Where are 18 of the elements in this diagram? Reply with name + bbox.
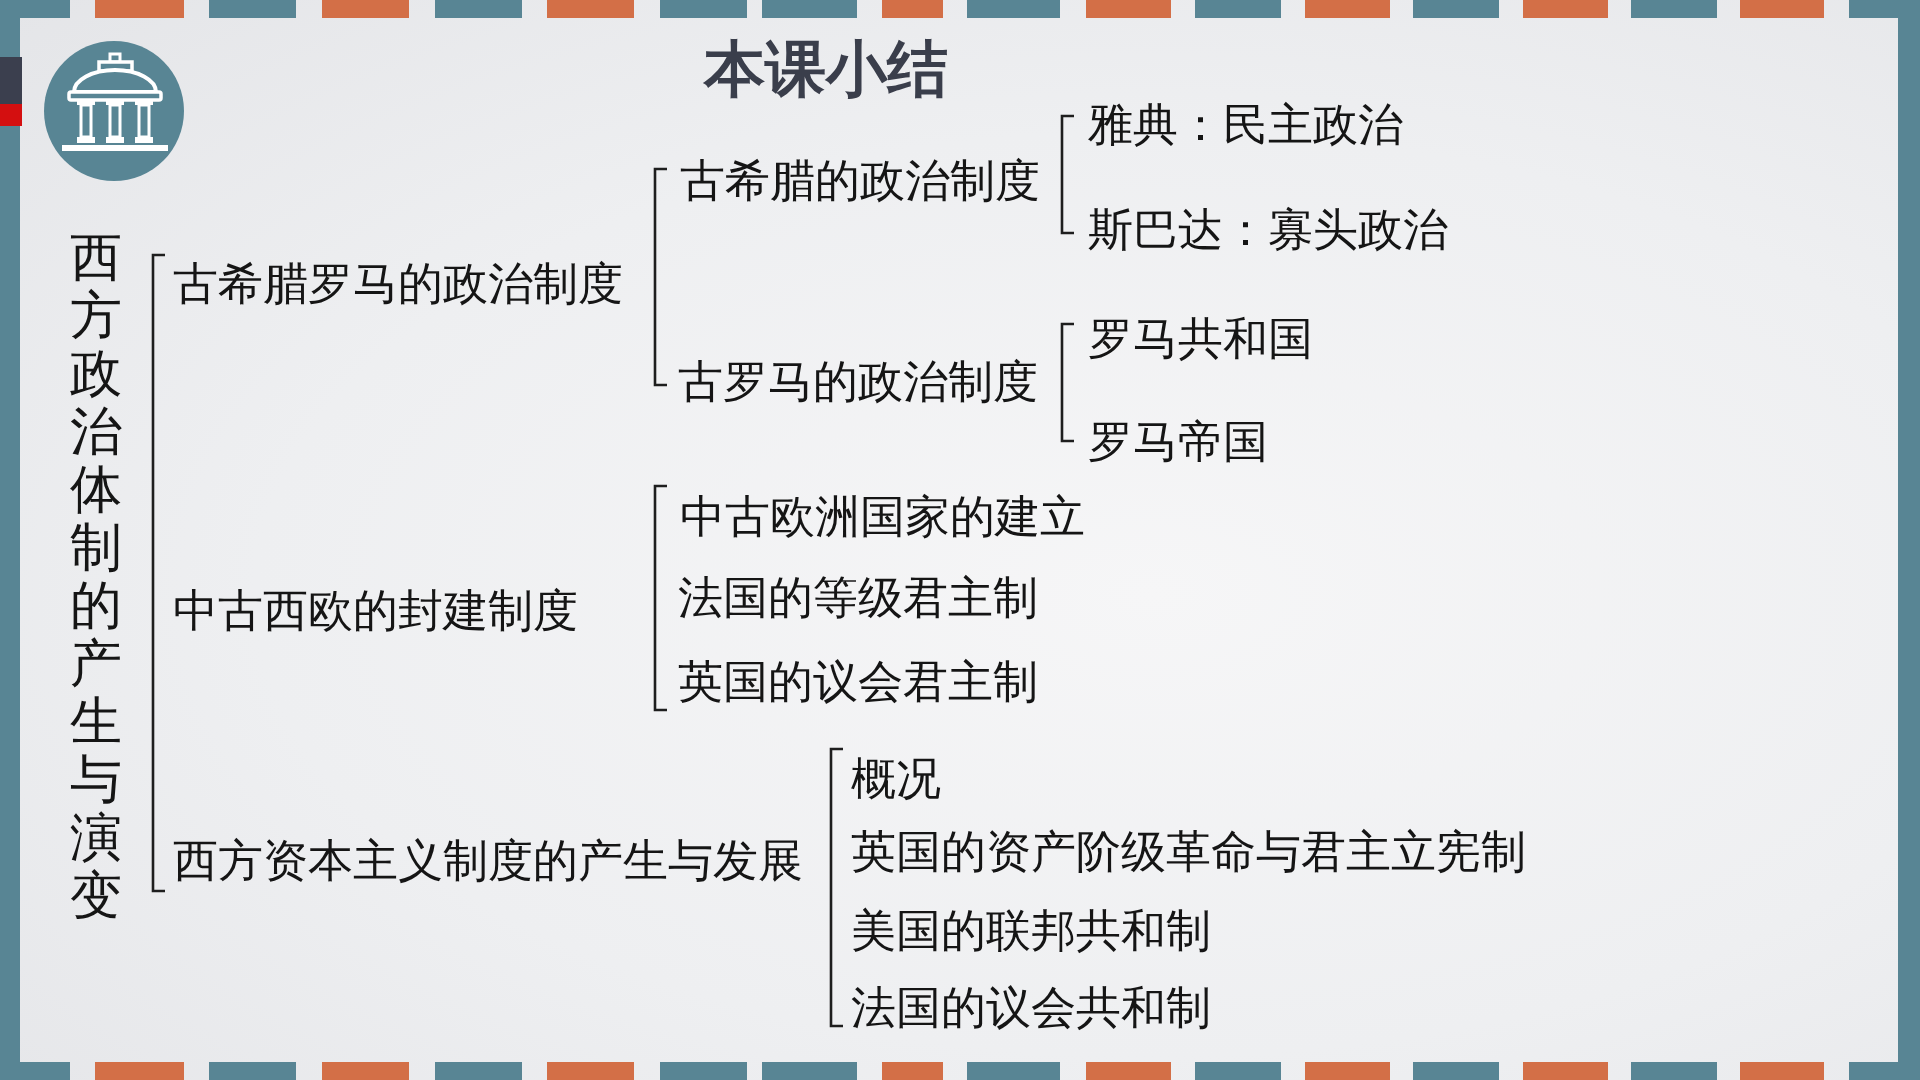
subtopic-label: 概况 — [851, 752, 941, 806]
subtopic-label: 英国的议会君主制 — [678, 655, 1038, 709]
subtopic-label: 法国的等级君主制 — [678, 571, 1038, 625]
item-label: 雅典：民主政治 — [1088, 98, 1403, 152]
item-label: 斯巴达：寡头政治 — [1088, 203, 1448, 257]
subtopic-label: 美国的联邦共和制 — [851, 904, 1211, 958]
item-label: 罗马帝国 — [1088, 415, 1268, 469]
topic-label: 中古西欧的封建制度 — [173, 584, 578, 638]
subtopic-label: 英国的资产阶级革命与君主立宪制 — [851, 825, 1526, 879]
slide-title: 本课小结 — [704, 34, 948, 104]
item-label: 罗马共和国 — [1088, 312, 1313, 366]
subtopic-label: 法国的议会共和制 — [851, 981, 1211, 1035]
subtopic-label: 古罗马的政治制度 — [678, 355, 1038, 409]
subtopic-label: 中古欧洲国家的建立 — [680, 490, 1085, 544]
vertical-heading: 西方政治体制的产生与演变 — [69, 228, 123, 924]
topic-label: 古希腊罗马的政治制度 — [173, 257, 623, 311]
topic-label: 西方资本主义制度的产生与发展 — [173, 834, 803, 888]
subtopic-label: 古希腊的政治制度 — [680, 154, 1040, 208]
